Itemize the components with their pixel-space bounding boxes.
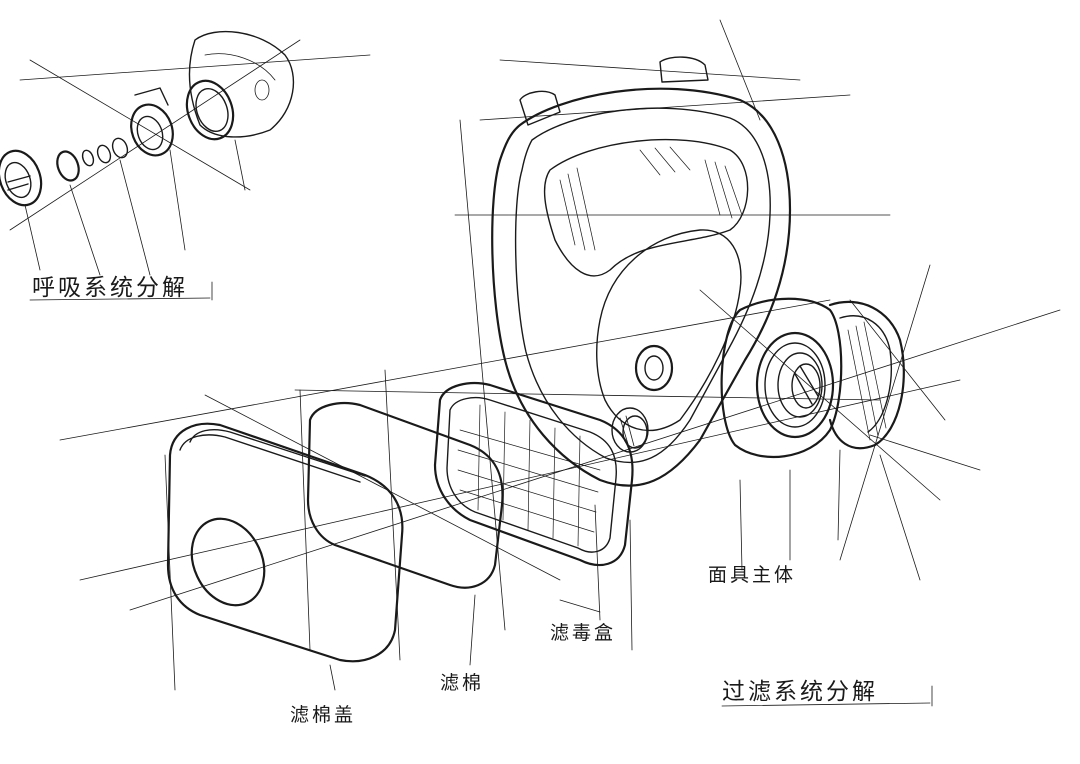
filter-cotton-drawing xyxy=(306,402,504,589)
exhale-cap xyxy=(0,149,43,207)
front-threaded-port xyxy=(720,297,843,459)
cover-opening xyxy=(190,517,266,607)
valve-ring-large xyxy=(185,79,235,141)
nose-cup xyxy=(188,30,295,138)
label-leaders xyxy=(29,281,933,707)
valve-seat xyxy=(130,103,174,157)
title-breathing-system: 呼吸系统分解 xyxy=(32,275,188,301)
mask-body-drawing xyxy=(491,56,905,487)
label-cotton-cover: 滤棉盖 xyxy=(290,704,357,726)
speech-port xyxy=(634,344,674,392)
breathing-system-parts xyxy=(0,30,295,276)
construction-lines xyxy=(9,19,1061,691)
lens-window xyxy=(543,138,749,277)
label-mask-body: 面具主体 xyxy=(708,564,797,586)
inner-nose-cup xyxy=(596,229,742,432)
right-filter-seat xyxy=(828,300,905,450)
filter-canister-drawing xyxy=(433,382,634,567)
title-filter-system: 过滤系统分解 xyxy=(722,679,878,705)
label-filter-cotton: 滤棉 xyxy=(440,672,485,694)
mask-shell xyxy=(491,87,792,487)
lens-hatching xyxy=(559,146,743,251)
cotton-cover-drawing xyxy=(166,422,404,663)
label-filter-canister: 滤毒盒 xyxy=(550,622,617,644)
canister-grid xyxy=(457,404,601,547)
